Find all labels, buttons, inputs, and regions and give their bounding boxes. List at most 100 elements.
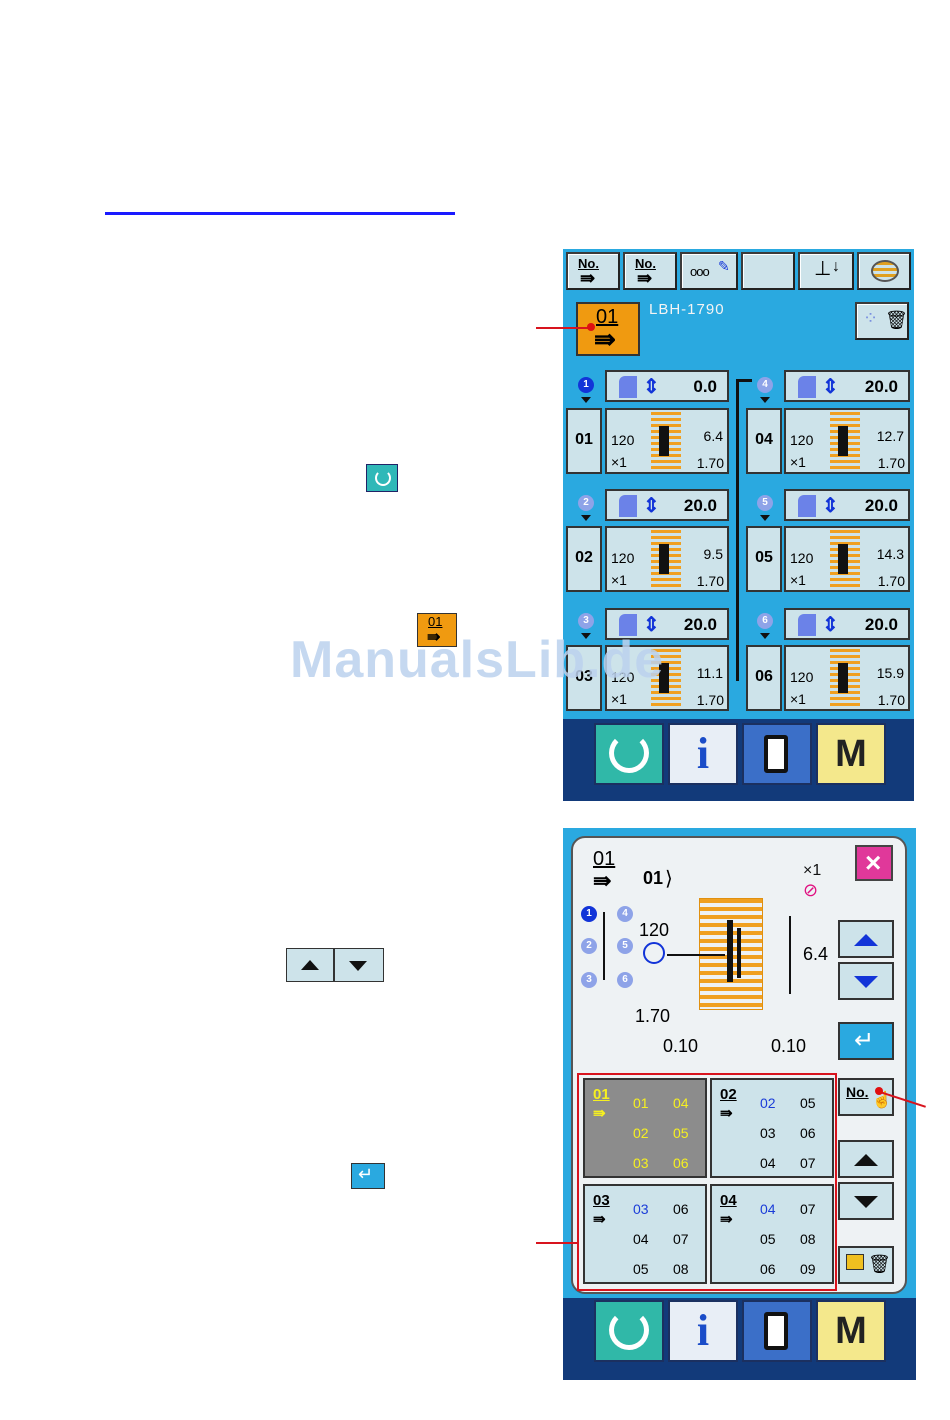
pattern-no-edit-key[interactable]: No. ⇛ bbox=[566, 252, 620, 290]
mode-button[interactable]: M bbox=[816, 723, 886, 785]
bobbin-winder-icon bbox=[871, 260, 899, 282]
value-down-key[interactable] bbox=[838, 962, 894, 1000]
knife-icon bbox=[727, 920, 733, 982]
delete-cycle-key[interactable]: ⁘ 🗑 bbox=[855, 302, 909, 340]
cycle-key-small: 01 ⇛ bbox=[417, 613, 457, 647]
information-button[interactable]: i bbox=[668, 1300, 738, 1362]
pattern-no-select-icon: No. bbox=[635, 256, 656, 271]
step-key-06[interactable]: 06 bbox=[746, 645, 782, 711]
presser-foot-icon bbox=[798, 495, 816, 517]
enter-key-small: ↵ bbox=[351, 1163, 385, 1189]
watermark: ManualsLib.de bbox=[290, 631, 665, 689]
reset-button[interactable] bbox=[594, 1300, 664, 1362]
step-key-03[interactable]: 03 bbox=[566, 645, 602, 711]
pattern-no-key[interactable]: No. ☝ bbox=[838, 1078, 894, 1116]
list-up-key[interactable] bbox=[838, 1140, 894, 1178]
communication-button[interactable] bbox=[742, 1300, 812, 1362]
enter-icon: ↵ bbox=[854, 1027, 875, 1054]
shape-key-1[interactable]: 120 ×1 6.4 1.70 bbox=[605, 408, 729, 474]
knife-icon bbox=[659, 663, 669, 693]
stitch-count: 120 bbox=[611, 432, 635, 448]
shape-key-3[interactable]: 120 ×1 11.1 1.70 bbox=[605, 645, 729, 711]
step-code: 08 bbox=[673, 1261, 689, 1277]
step-code: 06 bbox=[673, 1155, 689, 1171]
list-down-key[interactable] bbox=[838, 1182, 894, 1220]
delete-pattern-key[interactable]: 🗑 bbox=[838, 1246, 894, 1284]
step-down-arrow-icon bbox=[581, 397, 591, 403]
up-arrow-icon bbox=[854, 934, 878, 946]
blank-key[interactable] bbox=[741, 252, 795, 290]
up-arrow-icon bbox=[854, 1154, 878, 1166]
step-down-arrow-icon bbox=[760, 515, 770, 521]
step-number-1: 1 bbox=[578, 377, 594, 393]
double-arrow-icon: ⇛ bbox=[594, 324, 616, 354]
step-key-02[interactable]: 02 bbox=[566, 526, 602, 592]
close-icon: × bbox=[865, 847, 882, 878]
step-key-05[interactable]: 05 bbox=[746, 526, 782, 592]
up-down-arrow-icon: ⇕ bbox=[822, 614, 839, 636]
multiplier: ×1 bbox=[790, 572, 806, 588]
step-key-04[interactable]: 04 bbox=[746, 408, 782, 474]
double-arrow-icon: ⇛ bbox=[593, 1105, 606, 1122]
down-arrow-icon: ↓ bbox=[832, 258, 840, 275]
bobbin-winder-key[interactable] bbox=[857, 252, 911, 290]
shape-key-6[interactable]: 120 ×1 15.9 1.70 bbox=[784, 645, 910, 711]
cycle-pattern-button[interactable]: 01 ⇛ bbox=[576, 302, 640, 356]
pattern-no-select-key[interactable]: No. ⇛ bbox=[623, 252, 677, 290]
reset-icon bbox=[609, 1310, 649, 1350]
height-value: 20.0 bbox=[864, 496, 898, 515]
trash-icon: 🗑 bbox=[885, 310, 908, 330]
presser-height-key-5[interactable]: ⇕ 20.0 bbox=[784, 489, 910, 521]
header-rule bbox=[105, 212, 455, 215]
callout-dot-no-key bbox=[875, 1087, 883, 1095]
step-code: 07 bbox=[800, 1155, 816, 1171]
divider bbox=[333, 949, 335, 981]
presser-height-key-3[interactable]: ⇕ 20.0 bbox=[605, 608, 729, 640]
presser-down-key[interactable]: ⊥ ↓ bbox=[798, 252, 854, 290]
step-number-2: 2 bbox=[578, 495, 594, 511]
information-button[interactable]: i bbox=[668, 723, 738, 785]
presser-height-key-1[interactable]: ⇕ 0.0 bbox=[605, 370, 729, 402]
length-value: 11.1 bbox=[696, 665, 723, 681]
pattern-number: 04 bbox=[720, 1192, 737, 1209]
value-up-key[interactable] bbox=[838, 920, 894, 958]
step-number-header: 01 bbox=[643, 868, 664, 888]
step-link-line bbox=[603, 912, 605, 980]
presser-height-key-6[interactable]: ⇕ 20.0 bbox=[784, 608, 910, 640]
model-name: LBH-1790 bbox=[649, 301, 725, 318]
step-code: 07 bbox=[800, 1201, 816, 1217]
height-value: 0.0 bbox=[693, 377, 717, 396]
shape-key-2[interactable]: 120 ×1 9.5 1.70 bbox=[605, 526, 729, 592]
dim-line bbox=[667, 954, 725, 956]
height-value: 20.0 bbox=[864, 377, 898, 396]
multiplier: ×1 bbox=[611, 691, 627, 707]
knife-icon-2 bbox=[737, 928, 741, 978]
step-code: 05 bbox=[760, 1231, 776, 1247]
pattern-dots-icon: ⁘ bbox=[863, 308, 879, 328]
enter-key[interactable]: ↵ bbox=[838, 1022, 894, 1060]
reset-button[interactable] bbox=[594, 723, 664, 785]
width-value: 1.70 bbox=[877, 455, 905, 471]
stitch-count: 120 bbox=[611, 550, 635, 566]
communication-button[interactable] bbox=[742, 723, 812, 785]
mode-button[interactable]: M bbox=[816, 1300, 886, 1362]
up-down-arrow-icon: ⇕ bbox=[643, 495, 660, 517]
reset-icon bbox=[375, 470, 391, 486]
knife-icon bbox=[659, 426, 669, 456]
presser-height-key-2[interactable]: ⇕ 20.0 bbox=[605, 489, 729, 521]
step-key-01[interactable]: 01 bbox=[566, 408, 602, 474]
down-arrow-icon bbox=[349, 961, 367, 971]
counter-edit-key[interactable]: ooo ✎ bbox=[680, 252, 738, 290]
presser-height-key-4[interactable]: ⇕ 20.0 bbox=[784, 370, 910, 402]
cycle-edit-screen: 01 ⇛ 01 ⟩ ×1 ⊘ × 1 2 3 4 5 6 120 6.4 1.7… bbox=[563, 828, 916, 1380]
shape-key-5[interactable]: 120 ×1 14.3 1.70 bbox=[784, 526, 910, 592]
step-code: 02 bbox=[760, 1095, 776, 1111]
up-down-arrow-icon: ⇕ bbox=[822, 495, 839, 517]
shape-key-4[interactable]: 120 ×1 12.7 1.70 bbox=[784, 408, 910, 474]
close-button[interactable]: × bbox=[855, 845, 893, 881]
double-arrow-icon: ⇛ bbox=[580, 268, 596, 288]
